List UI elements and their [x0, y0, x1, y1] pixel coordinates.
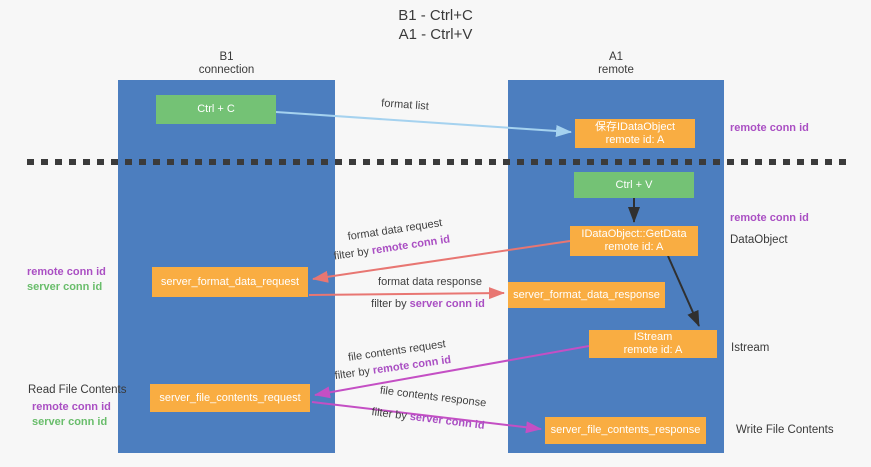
annotation-left-server-conn-id-1: server conn id — [27, 281, 103, 293]
filter-by-text: filter by — [370, 406, 411, 423]
lane-header-a1: A1 remote — [508, 51, 724, 77]
annotation-remote-conn-id-top: remote conn id — [730, 122, 809, 134]
server-conn-id-text: server conn id — [409, 410, 486, 432]
filter-by-text: filter by — [371, 298, 410, 310]
node-server-file-contents-response: server_file_contents_response — [545, 417, 706, 444]
node-ctrl-c: Ctrl + C — [156, 95, 276, 124]
node-ctrl-c-label: Ctrl + C — [197, 103, 235, 115]
lane-b1-subtitle: connection — [198, 64, 255, 76]
filter-by-text: filter by — [332, 245, 373, 263]
server-conn-id-text: server conn id — [409, 298, 485, 310]
annotation-remote-conn-id-mid: remote conn id — [730, 212, 809, 224]
node-save-idataobject-line1: 保存IDataObject — [594, 120, 676, 133]
filter-by-text: filter by — [333, 364, 374, 383]
lane-a1-subtitle: remote — [598, 64, 634, 76]
node-idataobject-getdata: IDataObject::GetData remote id: A — [570, 226, 698, 256]
annotation-dataobject: DataObject — [730, 234, 788, 246]
node-istream-line2: remote id: A — [623, 344, 683, 356]
diagram-title: B1 - Ctrl+C A1 - Ctrl+V — [0, 6, 871, 44]
node-save-idataobject: 保存IDataObject remote id: A — [575, 119, 695, 148]
annotation-left-remote-conn-id-2: remote conn id — [32, 401, 111, 413]
lane-a1-title: A1 — [608, 51, 624, 63]
node-server-file-contents-request: server_file_contents_request — [150, 384, 310, 412]
node-getdata-line2: remote id: A — [604, 241, 664, 253]
title-line-2: A1 - Ctrl+V — [398, 26, 473, 43]
label-format-list: format list — [380, 97, 430, 113]
title-line-1: B1 - Ctrl+C — [398, 7, 473, 24]
annotation-left-remote-conn-id-1: remote conn id — [27, 266, 106, 278]
node-format-request-label: server_format_data_request — [160, 275, 300, 288]
annotation-istream: Istream — [731, 342, 770, 354]
node-server-format-data-response: server_format_data_response — [508, 282, 665, 308]
node-ctrl-v: Ctrl + V — [574, 172, 694, 198]
node-file-request-label: server_file_contents_request — [159, 391, 301, 404]
node-getdata-line1: IDataObject::GetData — [581, 228, 687, 240]
annotation-left-server-conn-id-2: server conn id — [32, 416, 108, 428]
arrow-format-data-response — [308, 287, 505, 300]
lane-header-b1: B1 connection — [118, 51, 335, 77]
node-format-response-label: server_format_data_response — [513, 288, 660, 301]
label-filter-format-response: filter by server conn id — [358, 298, 498, 311]
annotation-write-file-contents: Write File Contents — [736, 424, 834, 436]
node-server-format-data-request: server_format_data_request — [152, 267, 308, 297]
annotation-read-file-contents: Read File Contents — [28, 384, 127, 396]
node-file-response-label: server_file_contents_response — [550, 424, 701, 436]
label-format-data-response: format data response — [378, 276, 482, 288]
lane-b1-title: B1 — [219, 51, 234, 63]
node-save-idataobject-line2: remote id: A — [605, 133, 665, 146]
node-ctrl-v-label: Ctrl + V — [615, 178, 653, 191]
node-istream-line1: IStream — [633, 331, 673, 343]
node-istream: IStream remote id: A — [589, 330, 717, 358]
